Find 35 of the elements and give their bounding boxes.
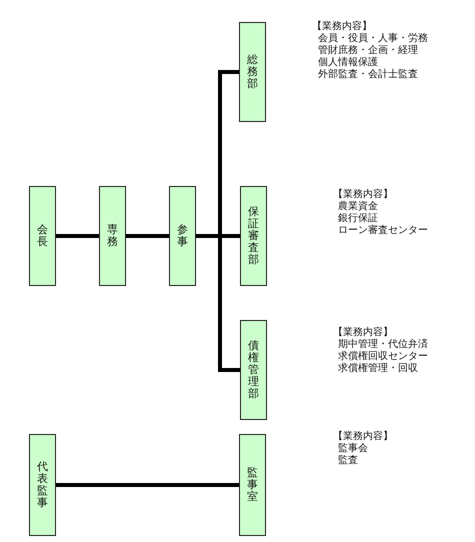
box-label: 監事室 [247, 466, 258, 504]
section-heading: 【業務内容】 [333, 431, 393, 442]
duty-item: 銀行保証 [338, 213, 378, 224]
section-heading: 【業務内容】 [312, 21, 372, 33]
connector-line [126, 234, 169, 238]
box-label: 専務 [107, 224, 118, 248]
box-label: 債権管理部 [248, 340, 259, 400]
connector-line [56, 483, 239, 487]
section-heading: 【業務内容】 [333, 189, 393, 200]
duty-item: 求償権管理・回収 [338, 363, 418, 375]
duty-item: 外部監査・会計士監査 [318, 69, 418, 81]
box-label: 参事 [177, 224, 188, 248]
duty-item: 求償権回収センター [338, 351, 428, 362]
duty-item: 管財庶務・企画・経理 [318, 45, 418, 56]
duty-item: 農業資金 [338, 201, 378, 212]
section-heading: 【業務内容】 [333, 327, 393, 338]
box-label: 会長 [37, 224, 48, 248]
duty-item: 監査 [338, 455, 358, 467]
org-box [169, 186, 196, 286]
duty-item: 監事会 [338, 443, 368, 454]
box-label: 代表監事 [37, 460, 48, 510]
duty-item: 会員・役員・人事・労務 [318, 33, 428, 44]
org-box [29, 434, 56, 536]
box-label: 保証審査部 [248, 206, 259, 266]
org-box [240, 320, 267, 420]
org-box [29, 186, 56, 286]
duty-item: 期中管理・代位弁済 [338, 339, 428, 350]
org-box [240, 186, 267, 286]
duty-item: 個人情報保護 [318, 57, 378, 68]
org-box [99, 186, 126, 286]
org-box [239, 434, 266, 536]
box-label: 総務部 [247, 54, 258, 90]
duty-item: ローン審査センター [338, 225, 428, 237]
connector-line [56, 234, 99, 238]
org-box [239, 22, 266, 122]
